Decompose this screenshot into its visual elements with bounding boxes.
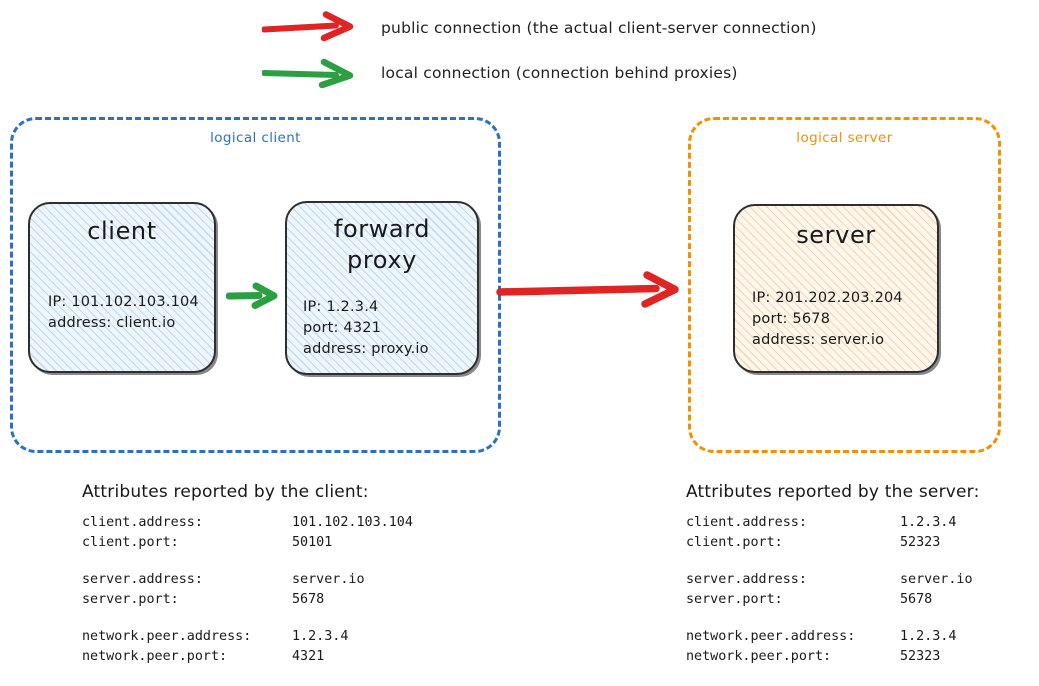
attributes-client-panel: Attributes reported by the client: clien… [82, 482, 413, 667]
node-server[interactable]: server IP: 201.202.203.204 port: 5678 ad… [733, 204, 939, 373]
attr-key: network.peer.port: [686, 648, 832, 664]
logical-server-label: logical server [796, 130, 893, 146]
attr-key: server.port: [686, 592, 783, 608]
node-forward-proxy-title: forward proxy [333, 215, 431, 274]
attr-key: server.address: [82, 571, 203, 587]
attributes-server-heading: Attributes reported by the server: [686, 482, 980, 502]
attr-value: 4321 [292, 648, 325, 664]
attr-value: 52323 [900, 535, 941, 551]
attr-value: 1.2.3.4 [900, 515, 957, 530]
attr-value: server.io [292, 571, 365, 587]
attr-value: 50101 [292, 535, 333, 551]
attr-value: 1.2.3.4 [900, 628, 957, 644]
node-forward-proxy[interactable]: forward proxy IP: 1.2.3.4 port: 4321 add… [285, 201, 479, 375]
node-forward-proxy-props: IP: 1.2.3.4 port: 4321 address: proxy.io [303, 299, 429, 358]
attr-key: network.peer.address: [686, 628, 856, 644]
attributes-server-panel: Attributes reported by the server: clien… [686, 482, 980, 667]
red-arrow-icon [262, 11, 354, 42]
attr-group: network.peer.address: 1.2.3.4 network.pe… [686, 627, 980, 668]
attr-key: client.port: [82, 535, 179, 551]
attr-group: client.address: 1.2.3.4 client.port: 523… [686, 513, 980, 554]
node-client-title: client [87, 217, 157, 245]
attr-key: client.port: [686, 535, 783, 551]
attr-value: server.io [900, 571, 973, 587]
node-client-props: IP: 101.102.103.104 address: client.io [48, 294, 199, 332]
attr-value: 1.2.3.4 [292, 628, 349, 644]
attr-key: network.peer.address: [82, 628, 252, 644]
attr-key: server.port: [82, 592, 179, 608]
logical-server-group: logical server [688, 117, 1001, 453]
attributes-client-heading: Attributes reported by the client: [82, 482, 369, 502]
attr-value: 5678 [900, 592, 933, 608]
attr-key: network.peer.port: [82, 648, 228, 664]
attr-group: network.peer.address: 1.2.3.4 network.pe… [82, 627, 413, 668]
attr-group: server.address: server.io server.port: 5… [82, 570, 413, 611]
local-connection-arrow [226, 282, 278, 309]
green-arrow-icon [262, 58, 354, 89]
attr-key: client.address: [686, 515, 807, 530]
attr-value: 101.102.103.104 [292, 515, 413, 530]
attr-value: 52323 [900, 648, 941, 664]
node-server-props: IP: 201.202.203.204 port: 5678 address: … [752, 290, 903, 349]
attr-value: 5678 [292, 592, 325, 608]
legend-row-public: public connection (the actual client-ser… [262, 11, 817, 45]
attr-group: server.address: server.io server.port: 5… [686, 570, 980, 611]
node-client[interactable]: client IP: 101.102.103.104 address: clie… [28, 202, 216, 373]
public-connection-arrow [496, 271, 679, 308]
legend-label-local: local connection (connection behind prox… [381, 64, 738, 82]
attr-group: client.address: 101.102.103.104 client.p… [82, 513, 413, 554]
attr-key: server.address: [686, 571, 807, 587]
attr-key: client.address: [82, 515, 203, 530]
legend-label-public: public connection (the actual client-ser… [381, 19, 817, 37]
node-server-title: server [796, 221, 876, 249]
logical-client-label: logical client [210, 130, 301, 146]
legend-row-local: local connection (connection behind prox… [262, 56, 738, 90]
logical-client-group: logical client [10, 117, 501, 453]
